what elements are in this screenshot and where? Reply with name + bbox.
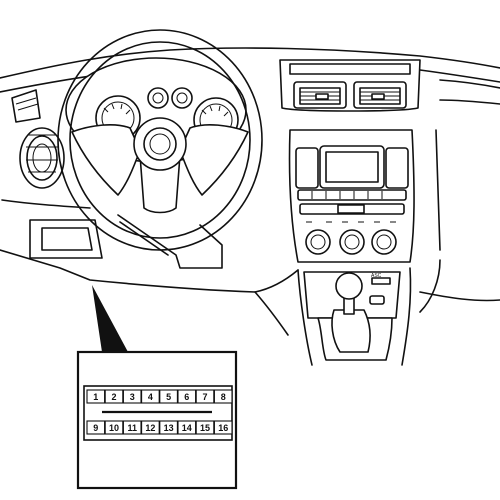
connector-bottom-row: 9 10 11 12 13 14 15 16 — [86, 420, 233, 435]
pin-box — [177, 420, 197, 435]
pin-number: 13 — [164, 423, 174, 433]
pin-number: 16 — [218, 423, 228, 433]
pin-number: 8 — [221, 392, 226, 402]
pin-box — [177, 389, 197, 404]
pin-number: 15 — [200, 423, 210, 433]
pin-box — [159, 389, 178, 404]
pin-box — [195, 389, 215, 404]
left-side-vent — [11, 89, 65, 189]
pin-box — [104, 389, 124, 404]
steering-wheel — [57, 29, 263, 251]
gear-shift-tunnel — [297, 267, 412, 366]
pin-number: 12 — [145, 423, 155, 433]
connector-top-row: 1 2 3 4 5 6 7 8 — [86, 389, 233, 404]
pin-box — [213, 420, 233, 435]
pin-number: 6 — [184, 392, 189, 402]
right-dashboard — [435, 79, 500, 251]
pin-number: 9 — [93, 423, 98, 433]
pin-number: 14 — [182, 423, 192, 433]
pin-number: 7 — [202, 392, 207, 402]
pin-box — [122, 420, 142, 435]
dashboard-outline — [0, 47, 500, 336]
pin-number: 1 — [93, 392, 98, 402]
pin-box — [141, 389, 160, 404]
center-console — [288, 129, 415, 263]
pin-number: 11 — [127, 423, 137, 433]
steering-column — [117, 214, 223, 269]
pin-number: 10 — [109, 423, 119, 433]
shift-label: ASC — [371, 273, 382, 279]
pin-box — [159, 420, 178, 435]
pin-number: 5 — [166, 392, 171, 402]
pin-box — [213, 389, 233, 404]
pin-number: 4 — [148, 392, 153, 402]
pin-box — [104, 420, 124, 435]
callout-pointer — [92, 285, 128, 352]
pin-number: 3 — [130, 392, 135, 402]
pin-box — [122, 389, 142, 404]
center-top-vents — [279, 59, 421, 112]
pin-box — [141, 420, 160, 435]
pin-box — [195, 420, 215, 435]
pin-box — [86, 389, 106, 404]
pin-number: 2 — [111, 392, 116, 402]
left-storage-compartment — [29, 219, 103, 259]
obd-connector-callout — [76, 350, 238, 490]
pin-box — [86, 420, 106, 435]
